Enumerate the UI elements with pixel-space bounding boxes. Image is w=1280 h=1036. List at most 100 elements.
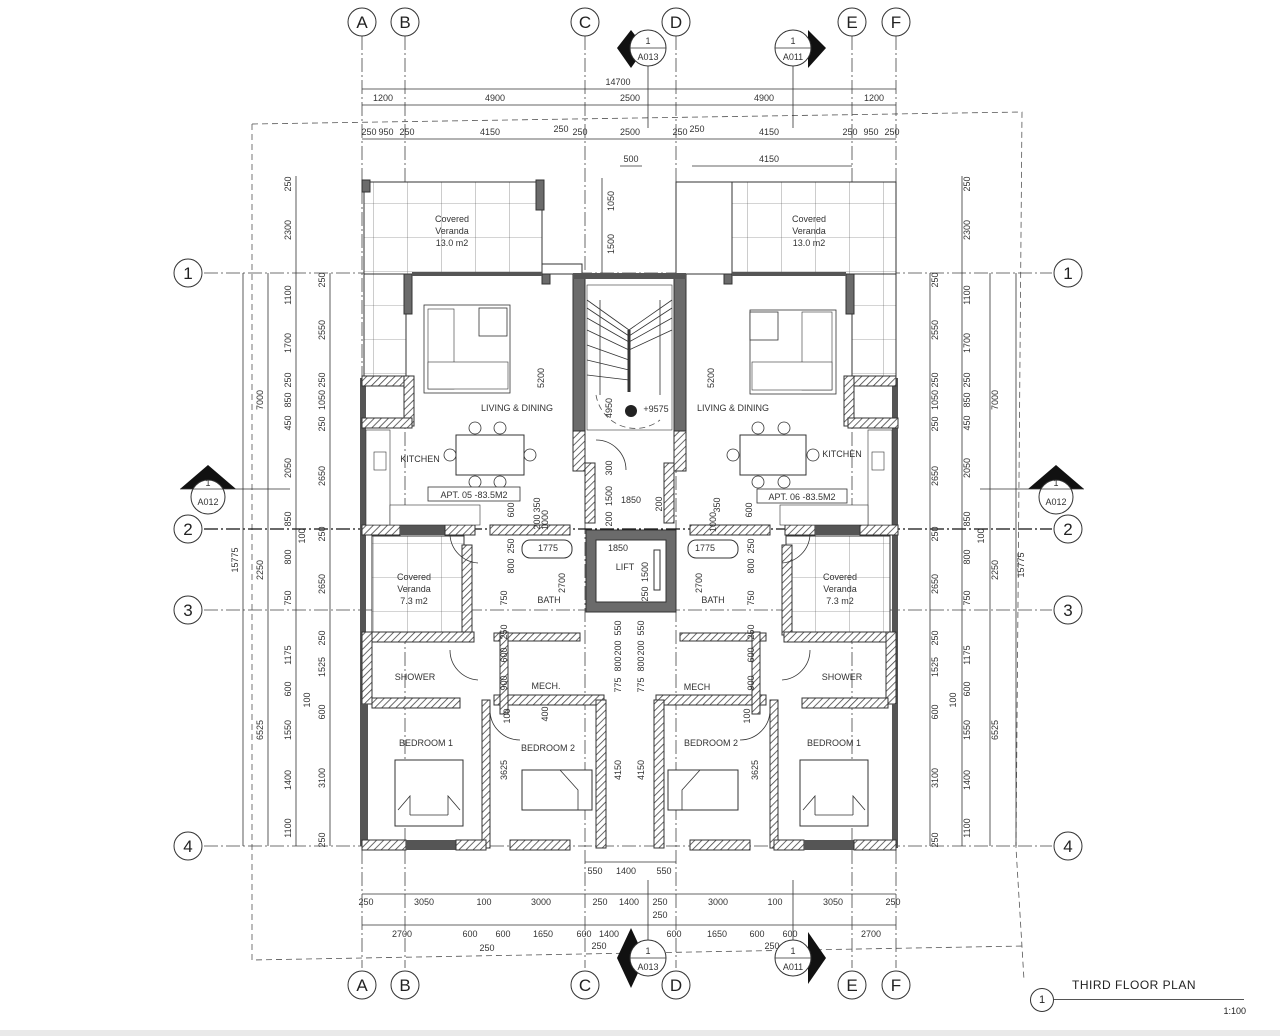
svg-text:1525: 1525 [317,657,327,677]
drawing-scale: 1:100 [1223,1006,1246,1016]
svg-text:1100: 1100 [962,285,972,304]
svg-text:250: 250 [930,832,940,847]
section-marker-top-left[interactable]: 1 A013 [617,29,667,128]
svg-text:4900: 4900 [485,93,505,103]
svg-text:600: 600 [930,704,940,719]
svg-text:3: 3 [183,601,192,620]
bed-bedroom1-right [799,759,869,827]
apt-06-labels: Covered Veranda 13.0 m2 LIVING & DINING … [684,214,863,780]
svg-text:4150: 4150 [759,154,779,164]
svg-text:1400: 1400 [283,770,293,790]
svg-text:100: 100 [976,528,986,543]
svg-text:100: 100 [297,528,307,543]
svg-text:1100: 1100 [283,818,293,837]
svg-text:1500: 1500 [606,234,616,254]
dining-table-right [726,421,820,489]
svg-text:100: 100 [742,708,752,723]
svg-text:600: 600 [744,502,754,517]
svg-text:200: 200 [613,640,623,655]
svg-text:350: 350 [532,497,542,512]
svg-text:1: 1 [790,36,795,46]
svg-text:250: 250 [764,941,779,951]
svg-text:C: C [579,13,591,32]
section-marker-side-right[interactable]: 1 A012 [980,465,1084,515]
section-marker-top-right[interactable]: 1 A011 [774,29,826,128]
svg-text:550: 550 [656,866,671,876]
svg-text:2500: 2500 [620,127,640,137]
svg-text:4150: 4150 [636,760,646,780]
svg-text:250: 250 [930,416,940,431]
grid-bubbles-top: A B C D E F [347,7,911,37]
svg-text:250: 250 [283,176,293,191]
svg-text:Covered: Covered [823,572,857,582]
svg-text:250: 250 [399,127,414,137]
svg-text:250: 250 [361,127,376,137]
svg-text:B: B [399,13,410,32]
svg-text:950: 950 [378,127,393,137]
svg-text:2250: 2250 [255,560,265,580]
site-boundary [251,111,1025,981]
svg-text:300: 300 [604,460,614,475]
svg-text:1: 1 [645,946,650,956]
svg-text:2500: 2500 [620,93,640,103]
apt-05-tag [427,486,521,502]
svg-text:1100: 1100 [962,818,972,837]
title-underline [1054,999,1244,1000]
svg-text:1650: 1650 [707,929,727,939]
svg-text:2700: 2700 [861,929,881,939]
svg-text:1650: 1650 [533,929,553,939]
svg-text:250: 250 [317,630,327,645]
level-marker: +9575 [643,404,668,414]
view-number-bubble: 1 [1030,988,1054,1012]
svg-text:450: 450 [283,415,293,430]
room-kitchen-06: KITCHEN [822,449,862,459]
svg-text:A011: A011 [783,52,803,62]
svg-text:450: 450 [962,415,972,430]
svg-text:Veranda: Veranda [397,584,431,594]
svg-text:2300: 2300 [283,220,293,240]
svg-text:4150: 4150 [759,127,779,137]
svg-text:550: 550 [587,866,602,876]
svg-text:2700: 2700 [392,929,412,939]
svg-text:D: D [670,976,682,995]
svg-text:B: B [399,976,410,995]
svg-text:1175: 1175 [283,645,293,664]
svg-text:2300: 2300 [962,220,972,240]
svg-text:1200: 1200 [373,93,393,103]
svg-text:775: 775 [636,677,646,692]
svg-text:4: 4 [1063,837,1072,856]
lift-label: LIFT [616,562,635,572]
svg-text:100: 100 [502,708,512,723]
apt-05-area: APT. 05 -83.5M2 [440,490,507,500]
svg-text:600: 600 [283,681,293,696]
svg-text:250: 250 [592,897,607,907]
svg-text:3100: 3100 [317,768,327,788]
svg-text:600: 600 [962,681,972,696]
section-marker-side-left[interactable]: 1 A012 [180,465,290,515]
sofa-left [423,304,511,394]
room-bedroom1-06: BEDROOM 1 [807,738,861,748]
svg-text:2700: 2700 [557,573,567,593]
svg-text:2550: 2550 [930,320,940,340]
svg-text:14700: 14700 [605,77,630,87]
svg-text:3050: 3050 [414,897,434,907]
svg-text:E: E [846,976,857,995]
svg-text:250: 250 [930,372,940,387]
section-marker-bottom-left[interactable]: 1 A013 [617,880,667,988]
section-marker-bottom-right[interactable]: 1 A011 [774,880,826,984]
grid-bubbles-rows: 1 2 3 4 1 2 3 4 [173,258,1083,861]
svg-text:6525: 6525 [990,720,1000,740]
svg-text:1: 1 [645,36,650,46]
dimension-chain-top: 14700 1200 4900 2500 4900 1200 250 950 2… [361,77,900,273]
room-bath-05: BATH [537,595,560,605]
bed-bedroom1-left [394,759,464,827]
bed-bedroom2-right [667,769,739,811]
svg-text:750: 750 [746,590,756,605]
svg-text:Veranda: Veranda [823,584,857,594]
svg-text:5200: 5200 [536,368,546,388]
svg-text:7000: 7000 [990,390,1000,410]
staircase [586,284,673,431]
svg-text:250: 250 [884,127,899,137]
svg-text:250: 250 [553,124,568,134]
room-shower-06: SHOWER [822,672,863,682]
